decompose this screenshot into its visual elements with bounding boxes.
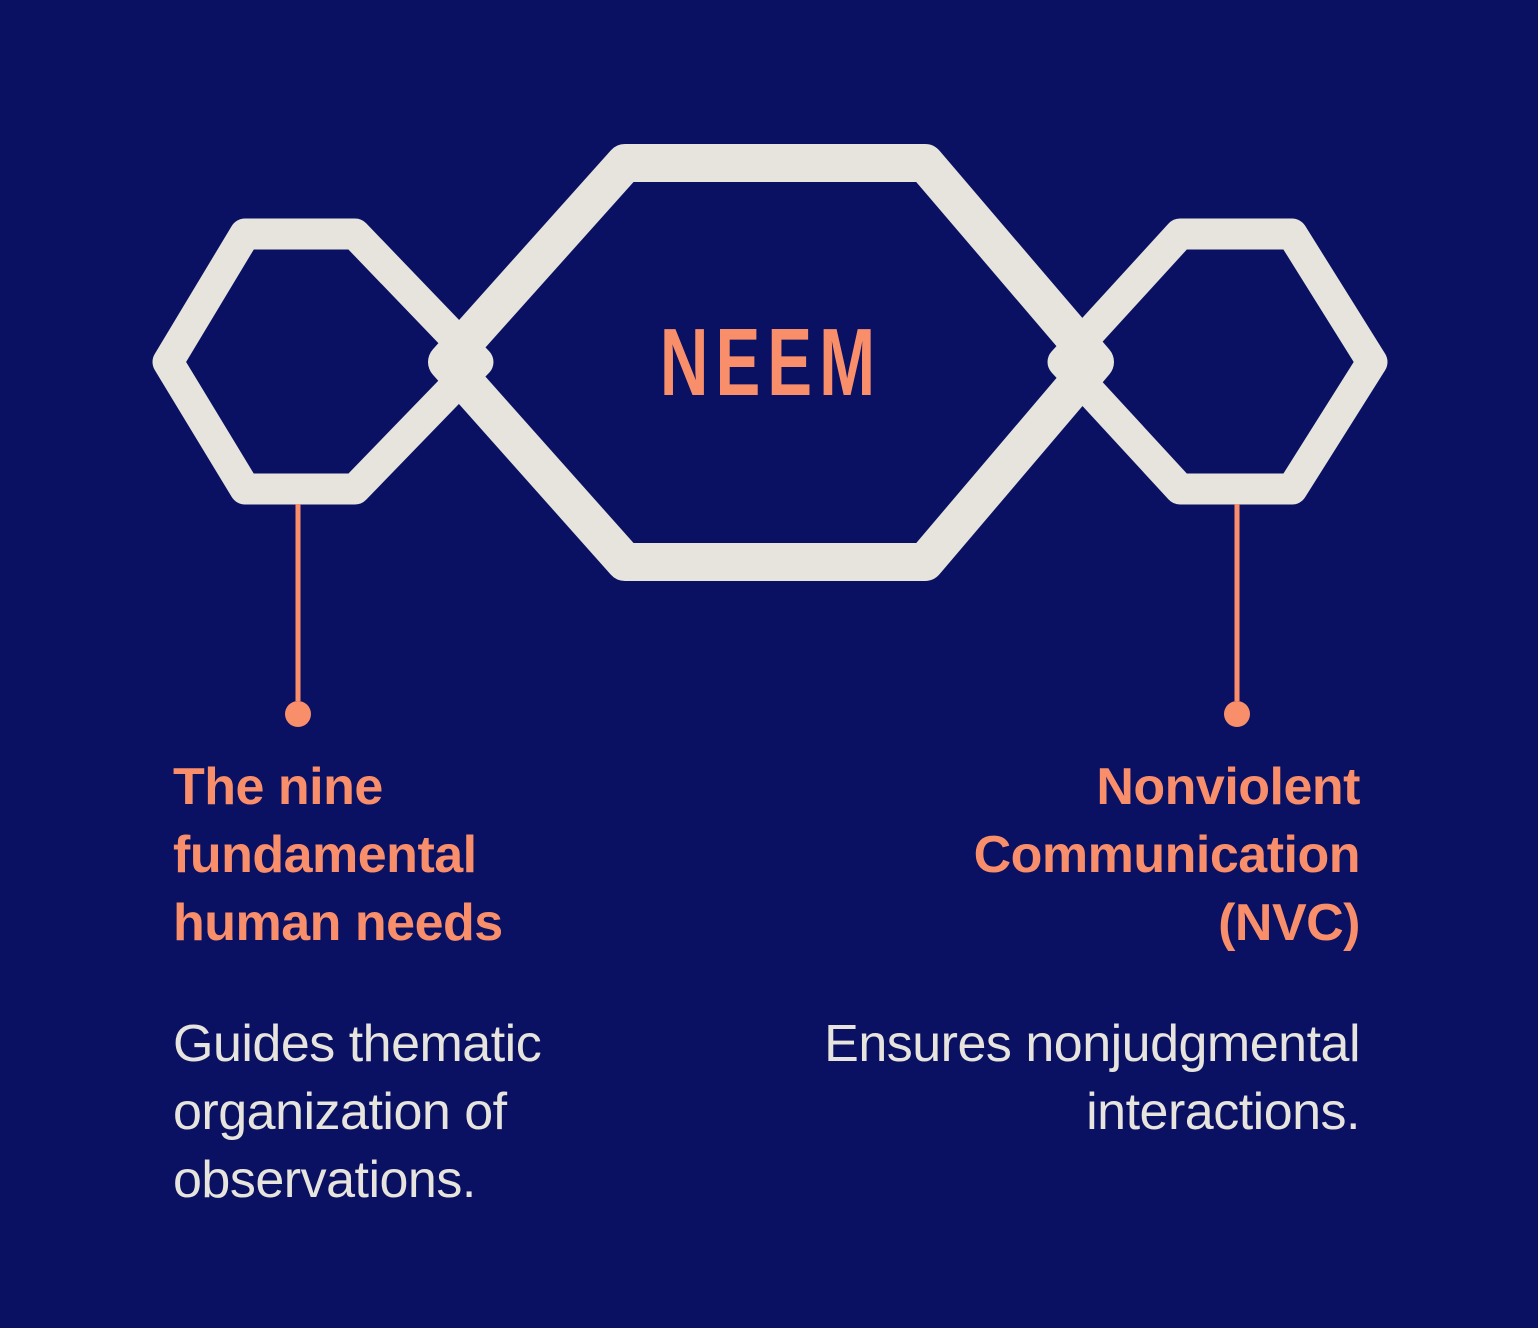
right-heading: Nonviolent Communication (NVC) <box>973 758 1361 952</box>
hexagon-diagram <box>152 144 1388 727</box>
right-connector-dot <box>1224 701 1250 727</box>
right-hexagon-outline <box>1047 218 1388 505</box>
left-connector-dot <box>285 701 311 727</box>
left-description: Guides thematic organization of observat… <box>173 1015 542 1209</box>
left-heading: The nine fundamental human needs <box>173 758 503 952</box>
right-description: Ensures nonjudgmental interactions. <box>824 1015 1360 1141</box>
left-hexagon-outline <box>152 218 494 505</box>
center-title: NEEM <box>659 309 883 416</box>
center-hexagon-outline <box>428 144 1114 581</box>
